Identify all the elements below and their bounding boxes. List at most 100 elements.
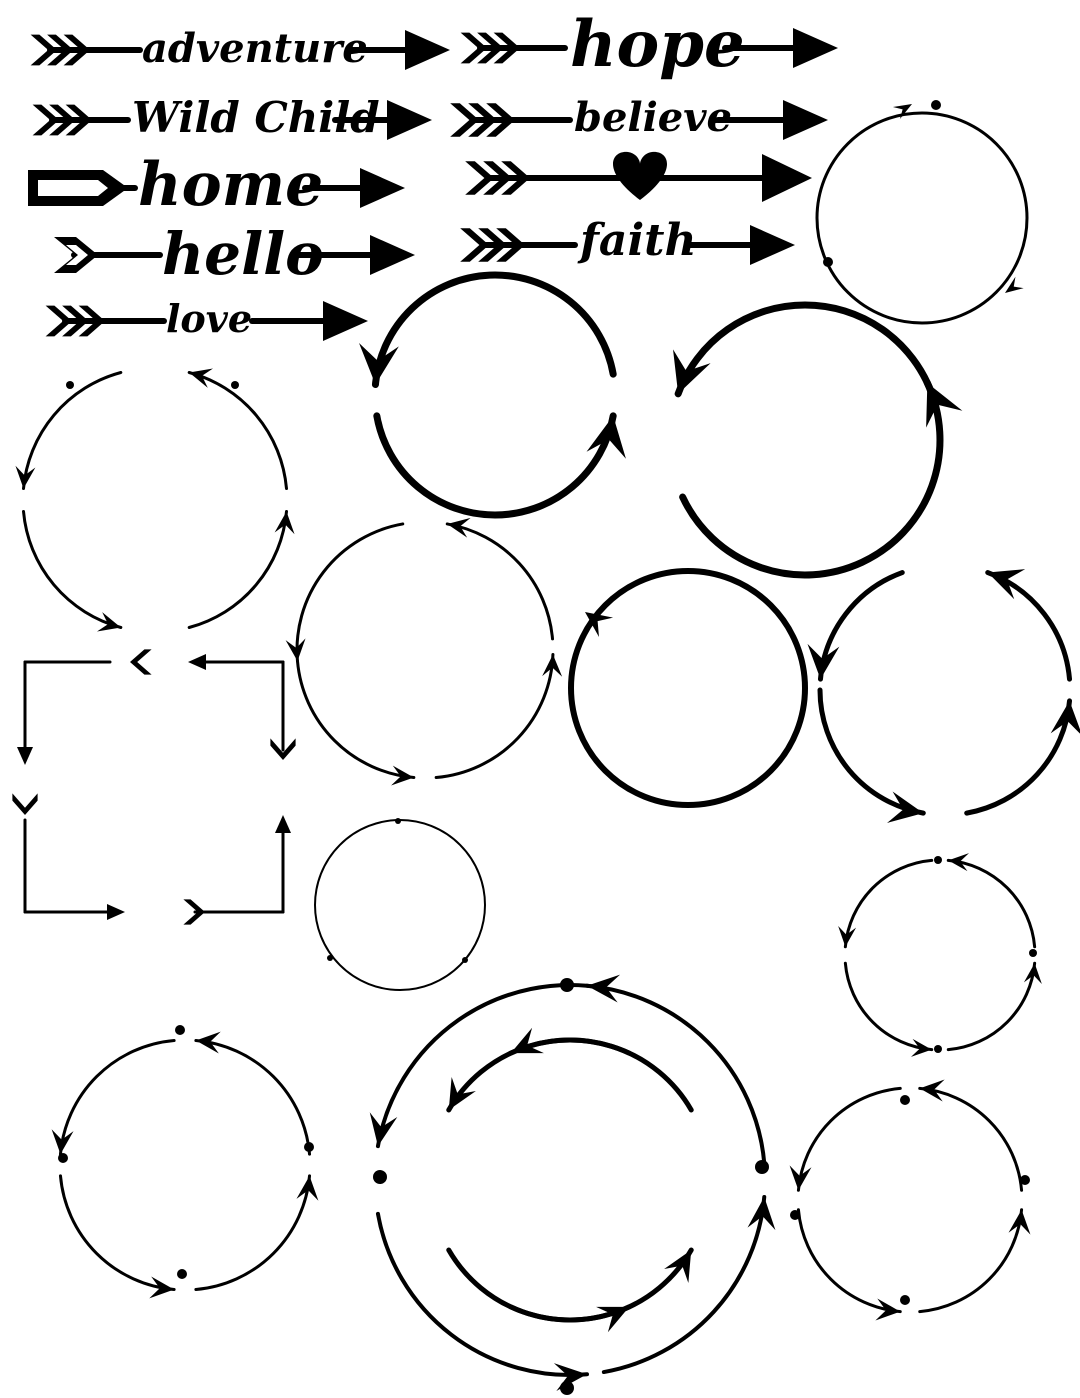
ring-bottom-right-arc bbox=[796, 1086, 902, 1192]
ring-left-arrowhead-icon bbox=[274, 511, 295, 535]
ring-center-left-arrowhead-icon bbox=[391, 765, 414, 786]
arrow-wild-child-fletching-icon bbox=[65, 104, 92, 136]
ring-double-inner-arrowhead-icon bbox=[596, 1306, 630, 1333]
ring-bottom-left-arc bbox=[58, 1174, 176, 1292]
ring-left-arrowhead-icon bbox=[15, 465, 36, 489]
ring-bottom-left-arc bbox=[194, 1038, 312, 1156]
ring-small-right-arrowhead-icon bbox=[838, 926, 857, 947]
ring-right-arc bbox=[817, 570, 905, 682]
ring-center-left-arc bbox=[295, 522, 405, 663]
arrow-love-fletching-icon bbox=[45, 305, 72, 337]
ring-small-right-arrowhead-icon bbox=[1023, 963, 1042, 984]
square-frame-fletching-icon bbox=[183, 899, 205, 925]
arrow-adventure-fletching-icon bbox=[47, 34, 74, 66]
dot-icon bbox=[1029, 949, 1037, 957]
dot-icon bbox=[373, 1170, 387, 1184]
arrow-hello-fletching-icon bbox=[54, 237, 98, 273]
plain-circle-arrowhead-icon bbox=[585, 612, 614, 637]
dot-icon bbox=[931, 100, 941, 110]
ring-bottom-left-arrowhead-icon bbox=[149, 1276, 175, 1299]
arrow-hello-head-icon bbox=[370, 235, 415, 275]
arrow-hope-head-icon bbox=[793, 28, 838, 68]
arrow-believe-fletching-icon bbox=[450, 103, 479, 137]
dot-icon bbox=[755, 1160, 769, 1174]
dot-icon bbox=[66, 381, 74, 389]
arrow-wild-child-fletching-icon bbox=[32, 104, 59, 136]
ring-right-arrowhead-icon bbox=[887, 791, 924, 823]
ring-small-right-arc bbox=[843, 961, 934, 1052]
ring-right-arc bbox=[985, 570, 1073, 682]
dot-icon bbox=[560, 978, 574, 992]
dot-icon bbox=[395, 818, 401, 824]
dot-icon bbox=[790, 1210, 800, 1220]
ring-bottom-left-arc bbox=[194, 1174, 312, 1292]
word-adventure: adventure bbox=[142, 25, 368, 72]
arrow-wild-child-fletching-icon bbox=[49, 104, 76, 136]
dot-icon bbox=[560, 1381, 574, 1395]
dot-icon bbox=[900, 1295, 910, 1305]
ring-double-inner-arc bbox=[508, 1247, 694, 1323]
arrow-heart-fletching-icon bbox=[483, 161, 512, 195]
ring-double-inner-arc bbox=[446, 1037, 632, 1113]
square-frame-fletching-icon bbox=[130, 649, 152, 675]
thin-circle-arrowhead-icon bbox=[1005, 276, 1024, 293]
arrow-hope-fletching-icon bbox=[493, 32, 520, 64]
word-love: love bbox=[166, 296, 252, 341]
arrow-believe-fletching-icon bbox=[486, 103, 515, 137]
arrow-believe-fletching-icon bbox=[468, 103, 497, 137]
bold-split-circle-b-arc bbox=[679, 379, 944, 579]
ring-right-arc bbox=[964, 698, 1073, 816]
dot-icon bbox=[823, 257, 833, 267]
arrow-hope-fletching-icon bbox=[477, 32, 504, 64]
dot-icon bbox=[900, 1095, 910, 1105]
dot-icon bbox=[58, 1153, 68, 1163]
small-thin-circle-frame bbox=[314, 819, 486, 991]
dot-icon bbox=[177, 1269, 187, 1279]
ring-center-left-arc bbox=[434, 652, 555, 780]
square-frame-arrowhead-icon bbox=[188, 654, 206, 670]
arrow-adventure-head-icon bbox=[405, 30, 450, 70]
square-frame-arrowhead-icon bbox=[107, 904, 125, 920]
ring-bottom-left-arrowhead-icon bbox=[51, 1129, 74, 1155]
ring-right-arc bbox=[817, 687, 926, 816]
arrow-heart-fletching-icon bbox=[501, 161, 530, 195]
ring-small-right-arrowhead-icon bbox=[911, 1038, 932, 1057]
ring-left-arrowhead-icon bbox=[189, 368, 214, 388]
bold-split-circle-a-arc bbox=[373, 412, 617, 519]
plain-circle-frame bbox=[568, 568, 808, 808]
arrow-wild-child-head-icon bbox=[387, 100, 432, 140]
square-frame-arrowhead-icon bbox=[17, 747, 33, 765]
ring-double-outer-arrowhead-icon bbox=[369, 1112, 398, 1147]
ring-left-arc bbox=[22, 510, 123, 630]
dot-icon bbox=[327, 955, 333, 961]
ring-left-arrowhead-icon bbox=[96, 612, 121, 632]
thin-circle-frame bbox=[815, 111, 1029, 325]
ring-bottom-left-arc bbox=[58, 1038, 176, 1156]
word-hope: hope bbox=[570, 7, 745, 82]
arrow-love-fletching-icon bbox=[62, 305, 89, 337]
bold-split-circle-b-arrowhead-icon bbox=[673, 349, 711, 394]
arrow-heart-head-icon bbox=[762, 154, 812, 202]
square-frame-fletching-icon bbox=[270, 738, 296, 760]
ring-center-left-arc bbox=[445, 522, 555, 641]
dot-icon bbox=[934, 856, 942, 864]
ring-small-right-arc bbox=[946, 961, 1037, 1052]
arrow-believe-head-icon bbox=[783, 100, 828, 140]
ring-bottom-right-arrowhead-icon bbox=[789, 1165, 812, 1191]
bold-split-circle-a-arrowhead-icon bbox=[586, 415, 626, 459]
dot-icon bbox=[1020, 1175, 1030, 1185]
ring-center-left-arrowhead-icon bbox=[447, 517, 471, 538]
arrow-love-fletching-icon bbox=[78, 305, 105, 337]
ring-bottom-right-arrowhead-icon bbox=[875, 1298, 901, 1321]
ring-right-arrowhead-icon bbox=[807, 643, 840, 680]
ring-right-arrowhead-icon bbox=[987, 569, 1026, 600]
dot-icon bbox=[304, 1142, 314, 1152]
bold-split-circle-a-arc bbox=[371, 271, 617, 389]
arrow-home-head-icon bbox=[360, 168, 405, 208]
word-home: home bbox=[138, 150, 323, 220]
ring-bottom-left-arrowhead-icon bbox=[296, 1175, 319, 1201]
square-frame-arrowhead-icon bbox=[275, 815, 291, 833]
square-frame-fletching-icon bbox=[12, 793, 38, 815]
